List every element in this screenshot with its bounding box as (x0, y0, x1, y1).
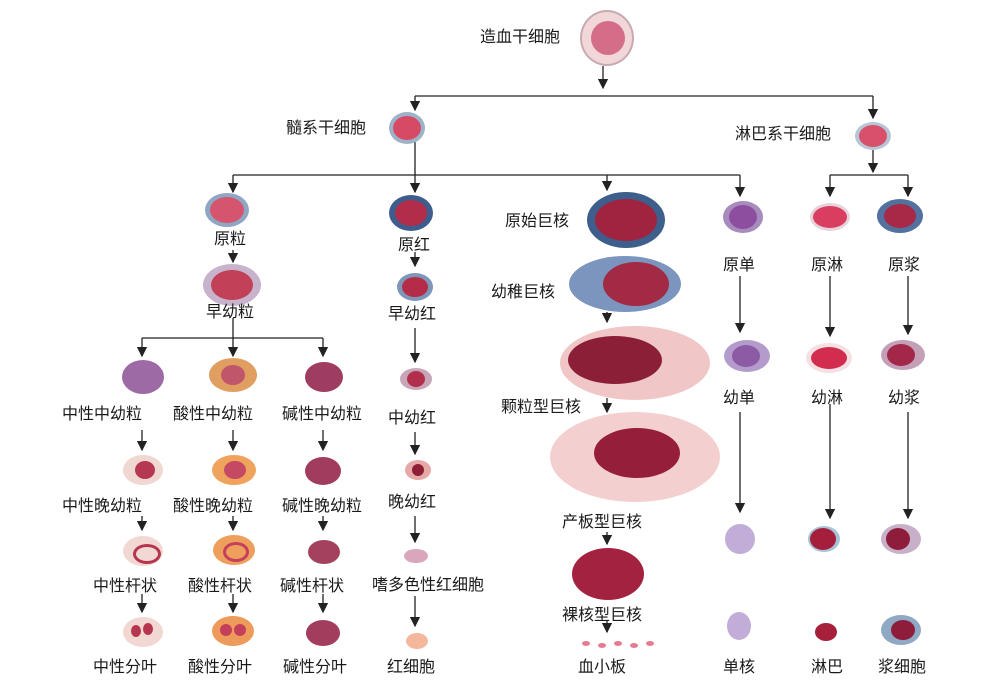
basophil-segmented-cell (306, 620, 340, 646)
promonocyte-cell (724, 340, 770, 372)
myeloid-stem-label: 髓系干细胞 (286, 118, 367, 137)
orthochromatic-erythroblast-cell (405, 460, 431, 480)
neutrophil-myelocyte-cell (122, 360, 164, 394)
platelets (630, 643, 638, 648)
myeloblast-label: 原粒 (214, 229, 247, 248)
neutrophil-band-label: 中性杆状 (93, 576, 158, 595)
promyelocyte-label: 早幼粒 (206, 302, 255, 321)
prolymphocyte-cell (806, 343, 852, 373)
polychromatic-erythroblast-label: 中幼红 (388, 408, 437, 427)
basophilic-erythroblast-label: 早幼红 (388, 304, 437, 323)
lymphocyte-label: 淋巴 (811, 657, 844, 676)
basophilic-erythroblast-cell (397, 273, 433, 301)
proerythroblast-label: 原红 (398, 235, 431, 254)
basophil-segmented-label: 碱性分叶 (283, 657, 348, 676)
platelet-producing-megakaryocyte-label: 产板型巨核 (562, 512, 643, 531)
lymphoblast-label: 原淋 (811, 255, 844, 274)
polychromatic-erythrocyte-cell (404, 549, 428, 563)
naked-nucleus-megakaryocyte-label: 裸核型巨核 (562, 605, 643, 624)
granular-megakaryocyte-cell (560, 326, 710, 400)
eosinophil-band-label: 酸性杆状 (188, 576, 253, 595)
lymphoid-stem-label: 淋巴系干细胞 (735, 124, 832, 143)
basophil-myelocyte-label: 碱性中幼粒 (282, 404, 363, 423)
lymphoblast-cell (810, 203, 850, 231)
myeloblast-cell (205, 193, 249, 227)
plasma-cell-label: 浆细胞 (878, 657, 927, 676)
monoblast-cell (723, 201, 763, 233)
monoblast-label: 原单 (723, 255, 756, 274)
monocyte-cell-2 (727, 612, 751, 640)
orthochromatic-erythroblast-label: 晚幼红 (388, 492, 437, 511)
hsc-label: 造血干细胞 (480, 27, 561, 46)
monocyte-cell (725, 524, 755, 554)
neutrophil-metamyelocyte-cell (123, 455, 163, 485)
platelets (582, 641, 590, 646)
polychromatic-erythroblast-cell (400, 368, 432, 390)
plasma-cell (881, 524, 921, 554)
plasma-cell-2 (881, 615, 921, 645)
neutrophil-segmented-cell (123, 617, 163, 647)
promyelocyte-cell (203, 264, 261, 306)
proplasmacyte-cell (881, 340, 925, 370)
proerythroblast-cell (389, 195, 433, 231)
basophil-metamyelocyte-cell (305, 457, 341, 485)
basophil-metamyelocyte-label: 碱性晚幼粒 (282, 496, 363, 515)
lymphocyte-cell (808, 526, 840, 552)
lymphocyte-cell-2 (815, 623, 837, 641)
erythrocyte-label: 红细胞 (387, 657, 436, 676)
megakaryoblast-label: 原始巨核 (505, 211, 570, 230)
basophil-band-cell (308, 540, 340, 564)
megakaryoblast-cell (587, 192, 665, 248)
eosinophil-myelocyte-label: 酸性中幼粒 (173, 404, 254, 423)
lymphoid-stem-cell (855, 122, 891, 150)
promegakaryocyte-cell (569, 256, 681, 312)
myeloid-stem-cell (389, 112, 425, 144)
neutrophil-metamyelocyte-label: 中性晚幼粒 (62, 496, 143, 515)
promonocyte-label: 幼单 (723, 388, 756, 407)
neutrophil-myelocyte-label: 中性中幼粒 (62, 404, 143, 423)
eosinophil-segmented-label: 酸性分叶 (188, 657, 253, 676)
plasmablast-cell (877, 199, 923, 233)
basophil-band-label: 碱性杆状 (280, 576, 345, 595)
platelets (598, 643, 606, 648)
eosinophil-myelocyte-cell (209, 358, 257, 392)
granular-megakaryocyte-label: 颗粒型巨核 (501, 397, 582, 416)
monocyte-label: 单核 (723, 657, 756, 676)
plasmablast-label: 原浆 (888, 255, 921, 274)
erythrocyte-cell (406, 633, 428, 649)
eosinophil-band-cell (213, 535, 255, 565)
platelet-label: 血小板 (578, 657, 627, 676)
polychromatic-erythrocyte-label: 嗜多色性红细胞 (372, 575, 485, 594)
platelet-producing-megakaryocyte-cell (550, 412, 720, 502)
promegakaryocyte-label: 幼稚巨核 (491, 282, 556, 301)
hsc-cell (580, 10, 634, 66)
proplasmacyte-label: 幼浆 (888, 388, 921, 407)
platelets (646, 641, 654, 646)
eosinophil-segmented-cell (212, 616, 254, 646)
eosinophil-metamyelocyte-label: 酸性晚幼粒 (173, 496, 254, 515)
eosinophil-metamyelocyte-cell (212, 455, 256, 485)
basophil-myelocyte-cell (305, 362, 343, 392)
platelets (614, 641, 622, 646)
neutrophil-band-cell (123, 536, 163, 566)
naked-nucleus-megakaryocyte-cell (572, 548, 644, 600)
prolymphocyte-label: 幼淋 (811, 388, 844, 407)
neutrophil-segmented-label: 中性分叶 (93, 657, 158, 676)
